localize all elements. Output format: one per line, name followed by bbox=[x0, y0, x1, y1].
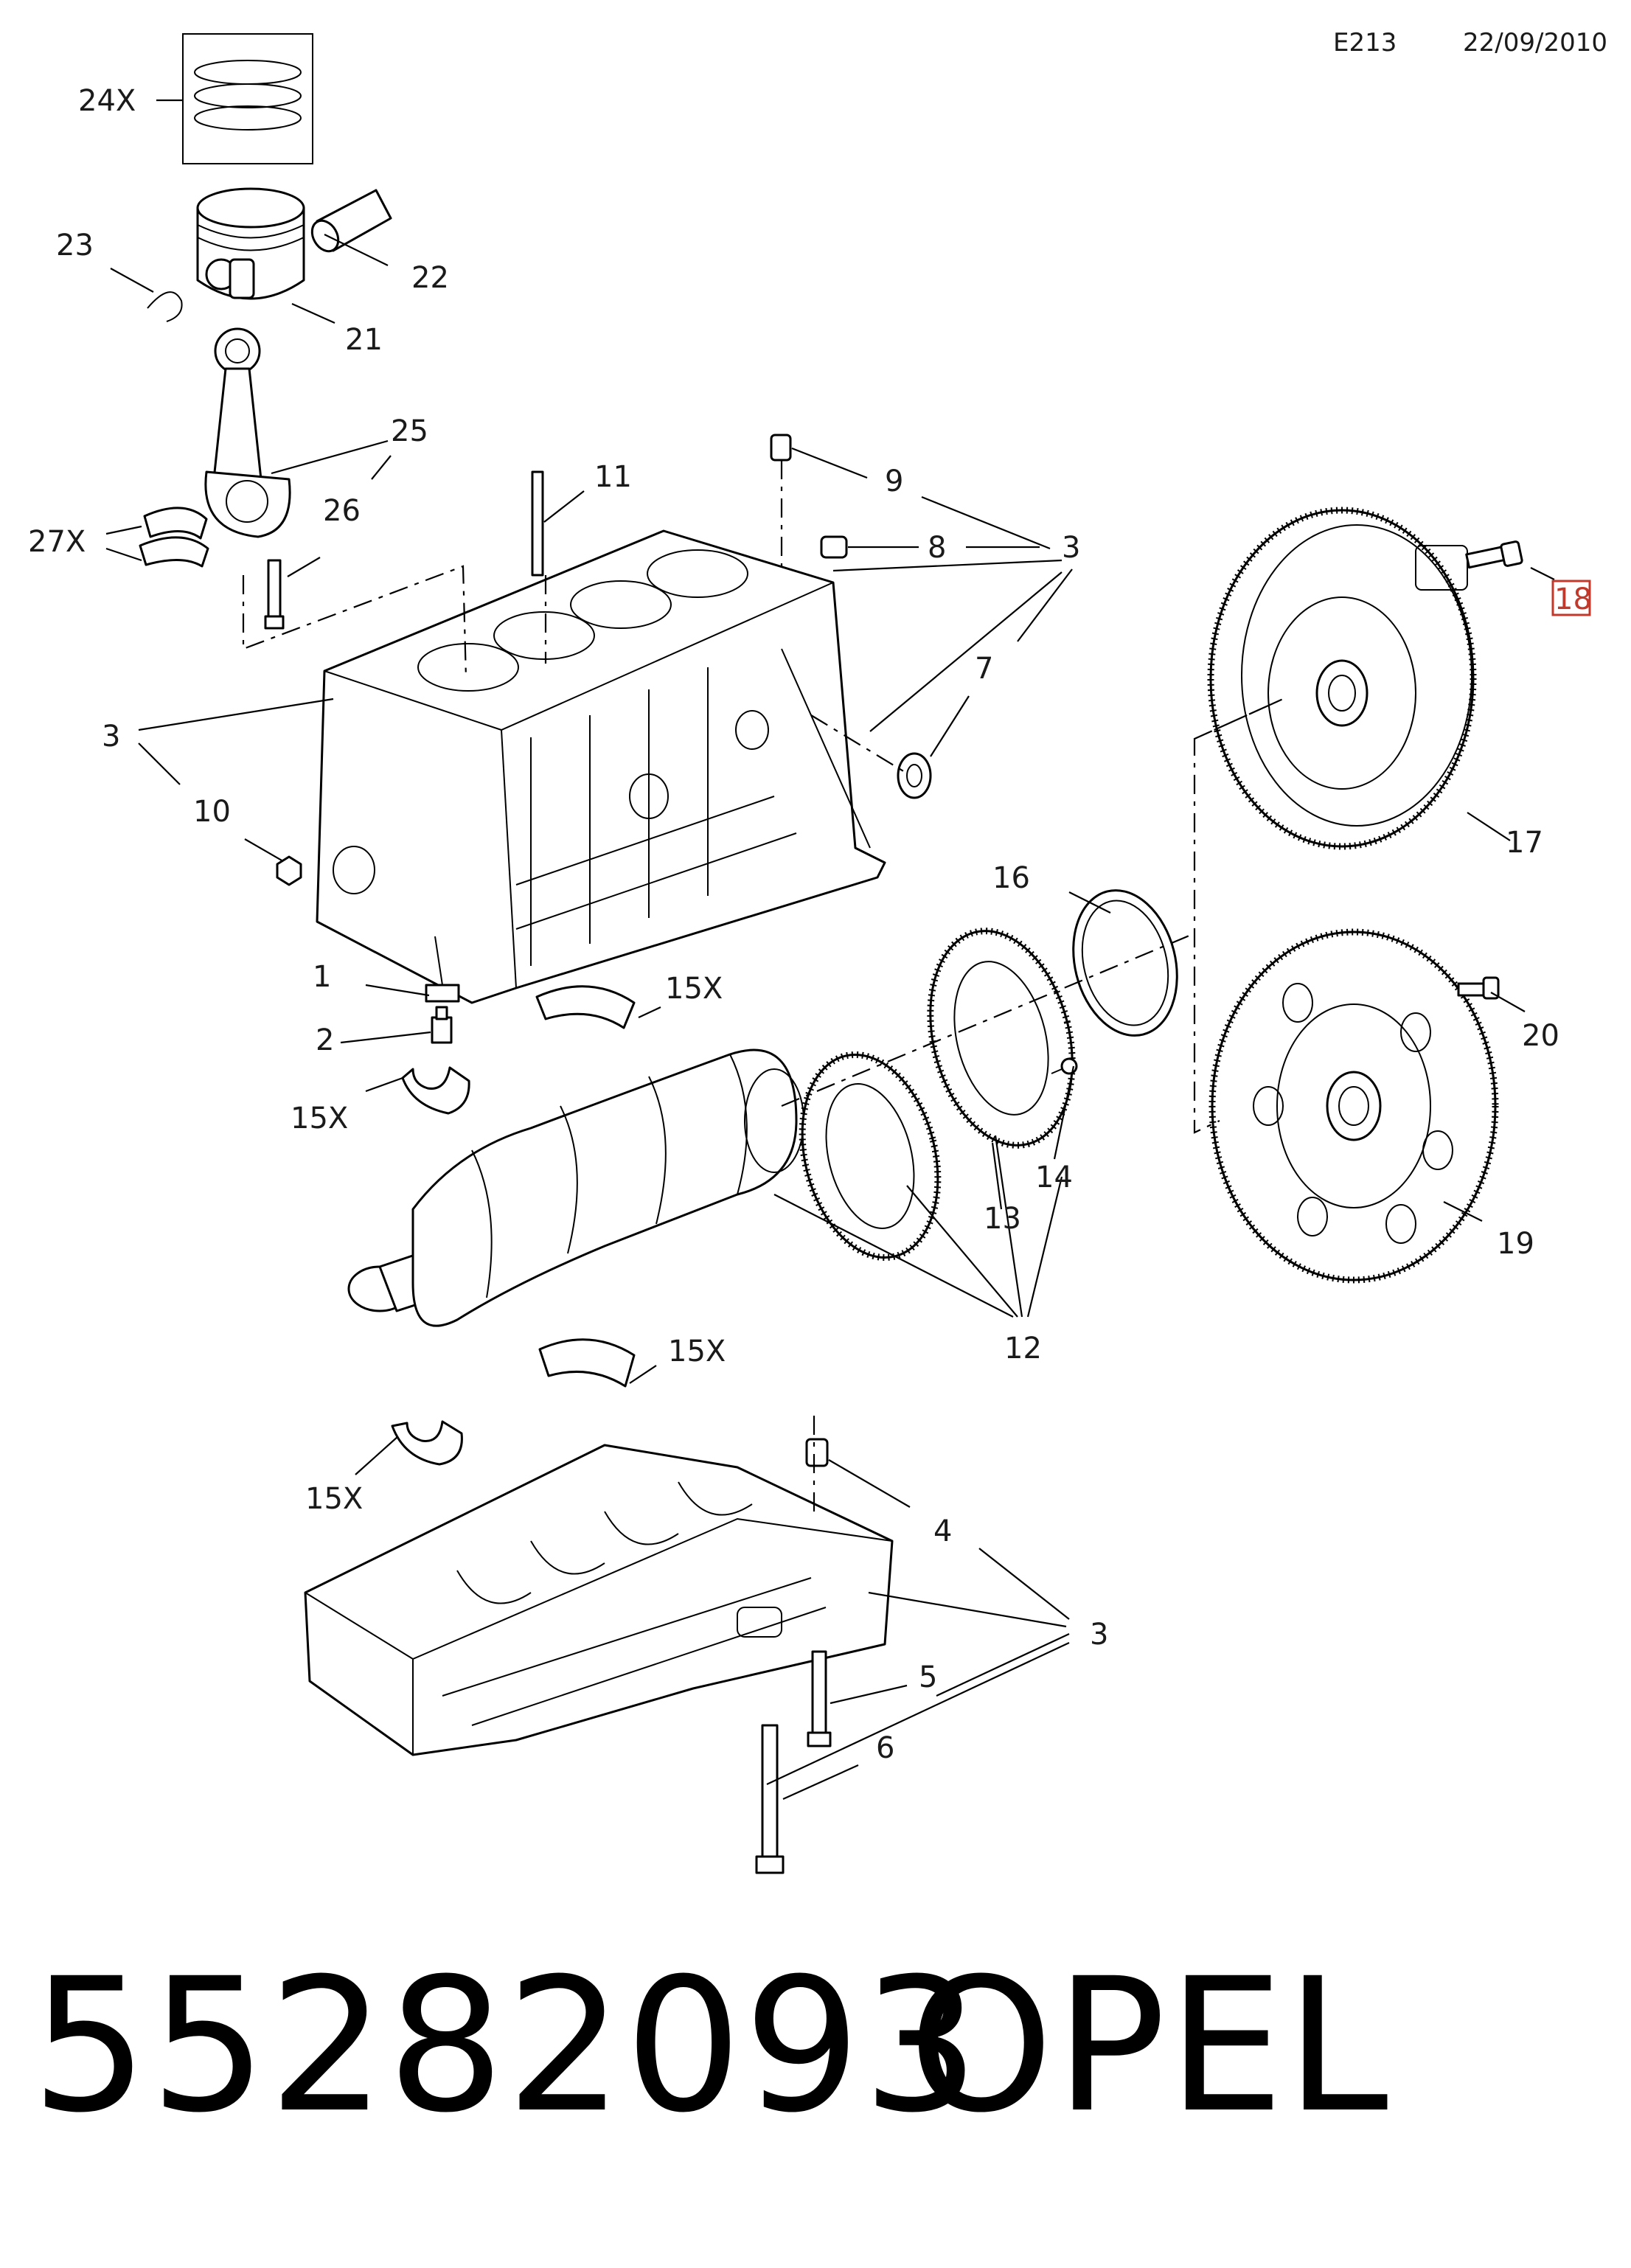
crankshaft bbox=[347, 1048, 804, 1327]
callout-20: 20 bbox=[1522, 1019, 1559, 1053]
callout-8: 8 bbox=[928, 531, 946, 565]
piston-ring-set bbox=[182, 33, 313, 164]
callout-26: 26 bbox=[323, 494, 361, 528]
flexplate bbox=[1209, 928, 1499, 1284]
callout-3-side: 3 bbox=[102, 720, 120, 754]
hex-nut bbox=[276, 855, 302, 886]
piston-pin bbox=[310, 189, 392, 253]
part-number: 55282093 bbox=[31, 1938, 981, 2153]
callout-3-block: 3 bbox=[1062, 531, 1080, 565]
trigger-wheel bbox=[927, 928, 1076, 1149]
bedplate-dowel bbox=[805, 1438, 829, 1467]
callout-14: 14 bbox=[1035, 1161, 1073, 1194]
sealing-plug bbox=[820, 535, 848, 559]
bedplate bbox=[304, 1444, 894, 1756]
callout-21: 21 bbox=[345, 323, 383, 357]
callout-labels: 24X 23 22 21 25 11 9 27X 26 8 3 18 7 3 1… bbox=[28, 84, 1592, 1765]
con-rod-bolt bbox=[264, 559, 285, 630]
callout-9: 9 bbox=[885, 465, 903, 498]
callout-5: 5 bbox=[919, 1660, 937, 1694]
callout-24x: 24X bbox=[78, 84, 136, 118]
callout-2: 2 bbox=[316, 1023, 334, 1057]
callout-7: 7 bbox=[975, 652, 993, 686]
flywheel-bolt bbox=[1465, 540, 1523, 569]
callout-22: 22 bbox=[411, 261, 449, 295]
callout-18: 18 bbox=[1554, 582, 1592, 616]
brand-name: OPEL bbox=[908, 1938, 1390, 2153]
oil-seal bbox=[897, 752, 932, 799]
main-bearing-upper-b bbox=[538, 1338, 636, 1388]
dual-mass-flywheel bbox=[1207, 507, 1477, 850]
guide-stud bbox=[531, 470, 544, 577]
callout-1: 1 bbox=[313, 960, 331, 994]
callout-4: 4 bbox=[933, 1514, 952, 1548]
callout-27x: 27X bbox=[28, 525, 86, 559]
flexplate-bolt bbox=[1457, 976, 1500, 1000]
piston-oil-jet bbox=[425, 936, 460, 1003]
cylinder-block bbox=[316, 529, 886, 1004]
reluctor-ring bbox=[799, 1051, 942, 1261]
dowel-pin bbox=[770, 434, 792, 462]
oil-jet-bolt bbox=[431, 1006, 453, 1044]
main-bearing-lower-a bbox=[401, 1066, 470, 1115]
diagram-code: E213 bbox=[1333, 28, 1397, 58]
callout-17: 17 bbox=[1506, 826, 1543, 860]
alignment-lines bbox=[242, 460, 1284, 1514]
bedplate-bolt-short bbox=[807, 1650, 832, 1747]
callout-6: 6 bbox=[876, 1731, 894, 1765]
connecting-rod bbox=[204, 327, 291, 538]
diagram-date: 22/09/2010 bbox=[1463, 28, 1607, 58]
callout-10: 10 bbox=[193, 795, 231, 829]
callout-15x-b: 15X bbox=[291, 1102, 348, 1135]
main-bearing-upper-a bbox=[535, 985, 636, 1029]
callout-18-box bbox=[1551, 580, 1591, 616]
con-rod-bearing bbox=[139, 507, 209, 568]
leader-lines bbox=[105, 99, 1555, 1801]
callout-25: 25 bbox=[391, 414, 428, 448]
callout-16: 16 bbox=[992, 861, 1030, 895]
bedplate-bolt-long bbox=[755, 1724, 785, 1874]
piston bbox=[196, 187, 305, 300]
main-bearing-lower-b bbox=[391, 1420, 463, 1466]
callout-3-bedplate: 3 bbox=[1090, 1618, 1108, 1652]
callout-19: 19 bbox=[1497, 1227, 1534, 1261]
callout-12: 12 bbox=[1004, 1332, 1042, 1366]
callout-15x-a: 15X bbox=[665, 972, 723, 1006]
callout-23: 23 bbox=[56, 229, 94, 262]
callout-15x-d: 15X bbox=[305, 1482, 363, 1516]
callout-15x-c: 15X bbox=[668, 1335, 726, 1368]
circlip bbox=[147, 291, 183, 322]
callout-11: 11 bbox=[594, 460, 632, 494]
callout-13: 13 bbox=[984, 1202, 1021, 1236]
